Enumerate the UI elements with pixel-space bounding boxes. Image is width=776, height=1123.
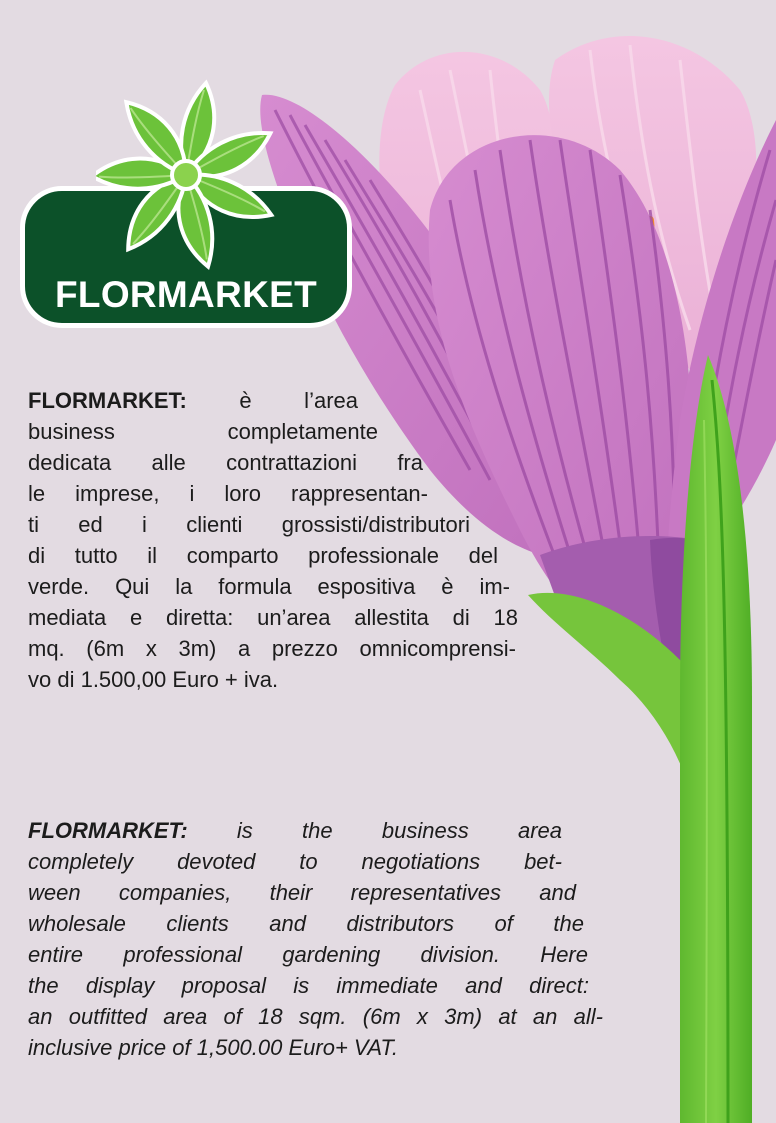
italian-line-3: dedicata alle contrattazioni fra	[28, 450, 423, 475]
english-line-5: entire professional gardening division. …	[28, 942, 588, 967]
logo-wordmark: FLORMARKET	[55, 274, 317, 315]
italian-line-6: di tutto il comparto professionale del	[28, 543, 498, 568]
italian-line-1: FLORMARKET: è l’area	[28, 388, 358, 413]
flormarket-logo: FLORMARKET	[14, 70, 359, 332]
italian-line-5: ti ed i clienti grossisti/distributori	[28, 512, 470, 537]
english-line-8: inclusive price of 1,500.00 Euro+ VAT.	[28, 1035, 398, 1060]
english-line-2: completely devoted to negotiations bet-	[28, 849, 562, 874]
english-line-3: ween companies, their representatives an…	[28, 880, 576, 905]
italian-line-9: mq. (6m x 3m) a prezzo omnicomprensi-	[28, 636, 516, 661]
italian-lead: FLORMARKET:	[28, 388, 187, 413]
leaf-star-icon	[96, 79, 275, 270]
english-line-1: FLORMARKET: is the business area	[28, 818, 562, 843]
italian-description: FLORMARKET: è l’area business completame…	[28, 385, 523, 695]
italian-line-7: verde. Qui la formula espositiva è im-	[28, 574, 510, 599]
italian-line-2: business completamente	[28, 419, 378, 444]
italian-line-10: vo di 1.500,00 Euro + iva.	[28, 667, 279, 692]
english-line-7: an outfitted area of 18 sqm. (6m x 3m) a…	[28, 1004, 603, 1029]
italian-line-8: mediata e diretta: un’area allestita di …	[28, 605, 518, 630]
english-line-6: the display proposal is immediate and di…	[28, 973, 589, 998]
italian-line-4: le imprese, i loro rappresentan-	[28, 481, 428, 506]
stem	[680, 355, 752, 1123]
english-description: FLORMARKET: is the business area complet…	[28, 815, 608, 1063]
english-lead: FLORMARKET:	[28, 818, 188, 843]
english-line-4: wholesale clients and distributors of th…	[28, 911, 584, 936]
